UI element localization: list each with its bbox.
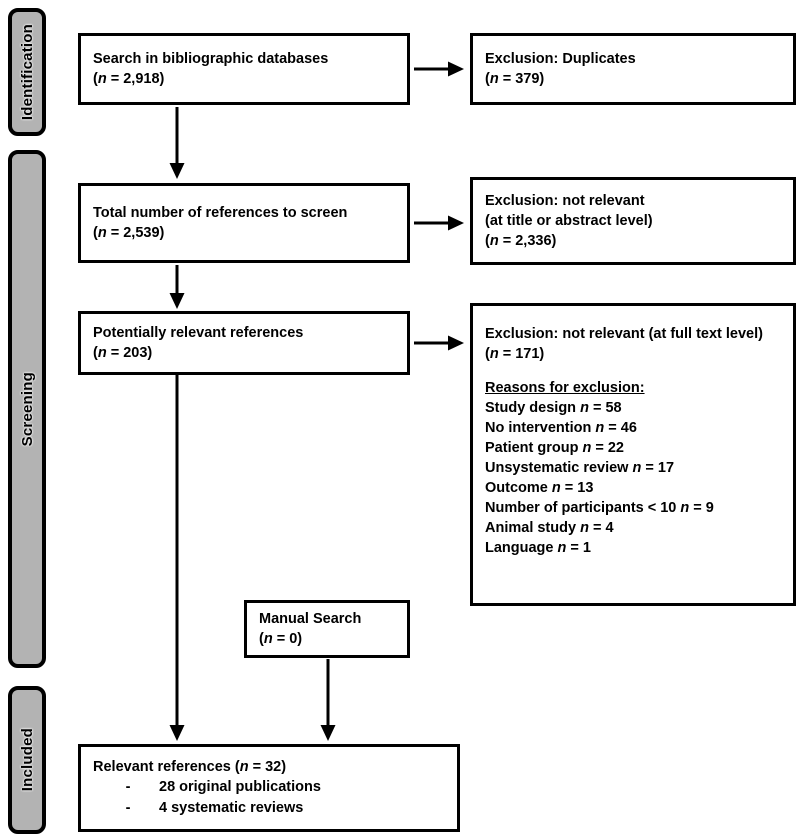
arrow-total-to-potentially-relevant: [168, 265, 186, 311]
relevant-references-box: Relevant references (n = 32) -28 origina…: [78, 744, 460, 832]
search-databases-count: (n = 2,918): [93, 71, 165, 87]
exclusion-duplicates-title: Exclusion: Duplicates: [485, 51, 636, 67]
phase-bar-identification: Identification: [8, 8, 46, 136]
exclusion-full-text-spacer: [485, 364, 781, 378]
manual-search-box: Manual Search (n = 0): [244, 600, 410, 658]
potentially-relevant-title: Potentially relevant references: [93, 325, 304, 341]
relevant-references-bullet: -4 systematic reviews: [125, 800, 304, 816]
exclusion-title-abstract-level: (at title or abstract level): [485, 213, 653, 229]
phase-bar-included: Included: [8, 686, 46, 834]
arrow-search-to-total: [168, 107, 186, 181]
reason-row: No intervention n = 46: [485, 420, 637, 436]
arrow-potentially-relevant-to-relevant: [168, 375, 186, 743]
exclusion-full-text-count: (n = 171): [485, 346, 545, 362]
reason-row: Number of participants < 10 n = 9: [485, 500, 714, 516]
manual-search-count: (n = 0): [259, 631, 303, 647]
arrow-manual-search-to-relevant: [319, 659, 337, 743]
total-references-box: Total number of references to screen (n …: [78, 183, 410, 263]
arrow-search-to-duplicates: [414, 60, 466, 78]
total-references-count: (n = 2,539): [93, 225, 165, 241]
manual-search-title: Manual Search: [259, 611, 362, 627]
reason-row: Animal study n = 4: [485, 520, 614, 536]
reasons-for-exclusion-heading: Reasons for exclusion:: [485, 380, 645, 396]
reason-row: Study design n = 58: [485, 400, 622, 416]
relevant-references-title: Relevant references (n = 32): [93, 758, 287, 775]
exclusion-full-text-title: Exclusion: not relevant (at full text le…: [485, 326, 763, 342]
reason-row: Outcome n = 13: [485, 480, 594, 496]
exclusion-title-abstract-count: (n = 2,336): [485, 233, 557, 249]
arrow-total-to-exclusion-title-abstract: [414, 214, 466, 232]
potentially-relevant-box: Potentially relevant references (n = 203…: [78, 311, 410, 375]
reason-row: Unsystematic review n = 17: [485, 460, 675, 476]
phase-label-screening: Screening: [18, 371, 36, 447]
exclusion-duplicates-count: (n = 379): [485, 71, 545, 87]
reason-row: Patient group n = 22: [485, 440, 624, 456]
phase-label-identification: Identification: [18, 23, 36, 121]
exclusion-title-abstract-box: Exclusion: not relevant (at title or abs…: [470, 177, 796, 265]
potentially-relevant-count: (n = 203): [93, 345, 153, 361]
relevant-references-bullet: -28 original publications: [125, 778, 321, 795]
total-references-title: Total number of references to screen: [93, 205, 348, 221]
phase-label-included: Included: [18, 728, 36, 792]
exclusion-title-abstract-title: Exclusion: not relevant: [485, 193, 645, 209]
search-databases-title: Search in bibliographic databases: [93, 51, 329, 67]
arrow-potentially-relevant-to-exclusion-fulltext: [414, 334, 466, 352]
phase-bar-screening: Screening: [8, 150, 46, 668]
exclusion-duplicates-box: Exclusion: Duplicates (n = 379): [470, 33, 796, 105]
exclusion-full-text-box: Exclusion: not relevant (at full text le…: [470, 303, 796, 606]
reason-row: Language n = 1: [485, 540, 591, 556]
search-databases-box: Search in bibliographic databases (n = 2…: [78, 33, 410, 105]
